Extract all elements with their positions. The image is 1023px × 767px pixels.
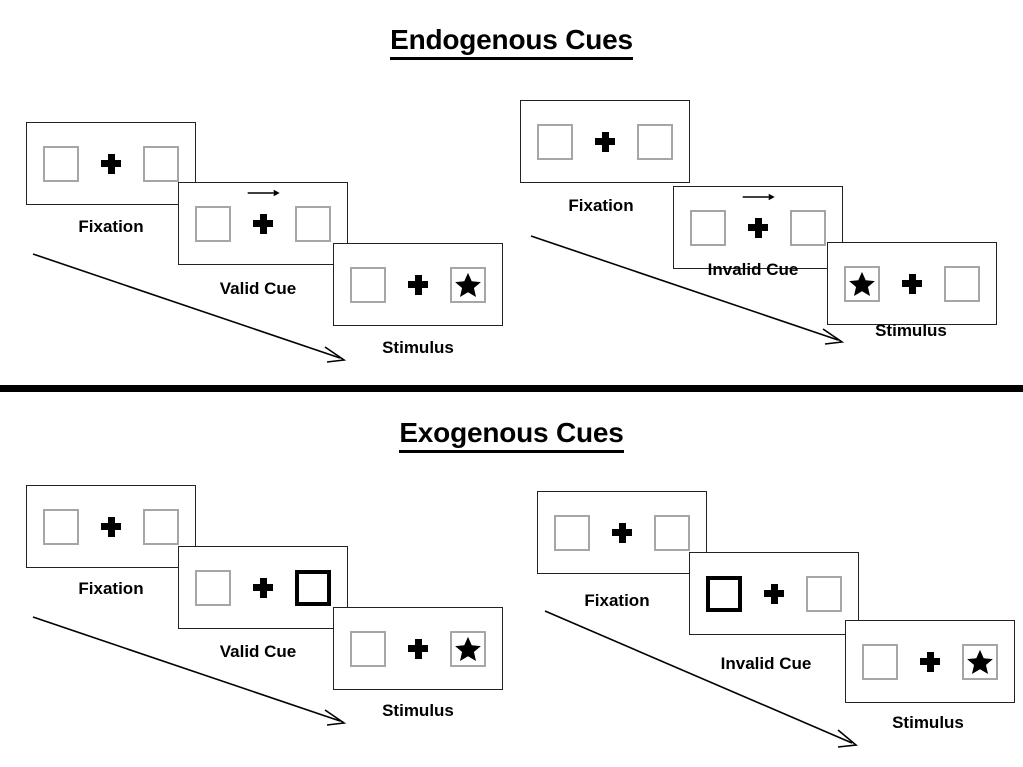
section-title-endogenous-text: Endogenous Cues	[390, 24, 633, 60]
step-label-exogenous-invalid-cue: Invalid Cue	[720, 654, 812, 673]
fixation-cross-icon	[101, 153, 121, 174]
step-label-endogenous-invalid-fixation: Fixation	[568, 196, 634, 215]
step-label-endogenous-valid-cue: Valid Cue	[219, 279, 297, 298]
trial-frame-endogenous-invalid-cue	[673, 186, 843, 269]
left-box-cued	[706, 575, 742, 612]
right-box	[143, 508, 179, 545]
trial-frame-exogenous-invalid-cue	[689, 552, 859, 635]
fixation-cross-icon	[902, 273, 922, 294]
left-box	[537, 123, 573, 160]
step-label-exogenous-valid-fixation: Fixation	[78, 579, 144, 598]
step-label-endogenous-invalid-stimulus: Stimulus	[875, 321, 947, 340]
step-label-exogenous-valid-cue: Valid Cue	[219, 642, 297, 661]
star-target-icon	[455, 272, 481, 297]
fixation-cross-icon	[253, 577, 273, 598]
trial-frame-endogenous-valid-fixation	[26, 122, 196, 205]
trial-frame-endogenous-invalid-stimulus	[827, 242, 997, 325]
fixation-cross-icon	[764, 583, 784, 604]
left-box	[43, 508, 79, 545]
right-box	[143, 145, 179, 182]
left-box-with-target	[844, 265, 880, 302]
fixation-cross-icon	[408, 638, 428, 659]
fixation-cross-icon	[253, 213, 273, 234]
step-label-endogenous-valid-fixation: Fixation	[78, 217, 144, 236]
trial-frame-endogenous-valid-stimulus	[333, 243, 503, 326]
step-label-exogenous-valid-stimulus: Stimulus	[382, 701, 454, 720]
trial-frame-endogenous-valid-cue	[178, 182, 348, 265]
fixation-cross-icon	[101, 516, 121, 537]
star-target-icon	[849, 271, 875, 296]
trial-frame-exogenous-invalid-fixation	[537, 491, 707, 574]
fixation-cross-icon	[612, 522, 632, 543]
trial-frame-endogenous-invalid-fixation	[520, 100, 690, 183]
section-title-endogenous: Endogenous Cues	[0, 24, 1023, 60]
fixation-cross-icon	[595, 131, 615, 152]
step-label-endogenous-invalid-cue: Invalid Cue	[707, 260, 799, 279]
section-title-exogenous-text: Exogenous Cues	[399, 417, 624, 453]
right-box	[295, 205, 331, 242]
left-box	[43, 145, 79, 182]
right-box	[790, 209, 826, 246]
section-title-exogenous: Exogenous Cues	[0, 417, 1023, 453]
trial-frame-exogenous-valid-stimulus	[333, 607, 503, 690]
right-box	[637, 123, 673, 160]
step-label-endogenous-valid-stimulus: Stimulus	[382, 338, 454, 357]
fixation-cross-icon	[920, 651, 940, 672]
star-target-icon	[455, 636, 481, 661]
arrow-right-cue-icon	[742, 193, 775, 200]
left-box	[195, 205, 231, 242]
left-box	[690, 209, 726, 246]
step-label-exogenous-invalid-stimulus: Stimulus	[892, 713, 964, 732]
arrow-right-cue-icon	[247, 189, 280, 196]
trial-frame-exogenous-valid-fixation	[26, 485, 196, 568]
right-box-with-target	[450, 266, 486, 303]
star-target-icon	[967, 649, 993, 674]
right-box-cued	[295, 569, 331, 606]
fixation-cross-icon	[408, 274, 428, 295]
trial-frame-exogenous-valid-cue	[178, 546, 348, 629]
section-divider	[0, 385, 1023, 392]
right-box-with-target	[450, 630, 486, 667]
left-box	[350, 630, 386, 667]
left-box	[350, 266, 386, 303]
right-box-with-target	[962, 643, 998, 680]
left-box	[554, 514, 590, 551]
fixation-cross-icon	[748, 217, 768, 238]
trial-frame-exogenous-invalid-stimulus	[845, 620, 1015, 703]
step-label-exogenous-invalid-fixation: Fixation	[584, 591, 650, 610]
right-box	[944, 265, 980, 302]
left-box	[862, 643, 898, 680]
left-box	[195, 569, 231, 606]
right-box	[654, 514, 690, 551]
right-box	[806, 575, 842, 612]
